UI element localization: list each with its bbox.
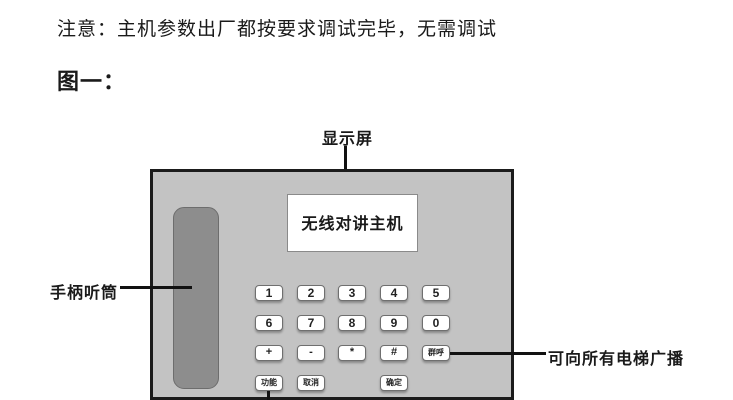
confirm-button: 确定: [380, 375, 408, 391]
keypad-button-8: 8: [338, 315, 366, 331]
leader-line-function: [267, 391, 270, 400]
keypad-button-hash: #: [380, 345, 408, 361]
keypad-button-plus: +: [255, 345, 283, 361]
keypad-button-3: 3: [338, 285, 366, 301]
keypad-button-9: 9: [380, 315, 408, 331]
keypad-button-0: 0: [422, 315, 450, 331]
leader-line-broadcast: [450, 352, 546, 355]
keypad-button-2: 2: [297, 285, 325, 301]
display-screen: 无线对讲主机: [287, 194, 418, 252]
figure-label: 图一：: [57, 69, 127, 94]
group-call-button: 群呼: [422, 345, 450, 361]
display-screen-text: 无线对讲主机: [301, 216, 404, 233]
handset-label: 手柄听筒: [50, 285, 119, 302]
broadcast-label: 可向所有电梯广播: [548, 351, 685, 368]
keypad-button-6: 6: [255, 315, 283, 331]
keypad-button-1: 1: [255, 285, 283, 301]
leader-line-handset: [120, 286, 192, 289]
keypad-button-5: 5: [422, 285, 450, 301]
keypad-button-4: 4: [380, 285, 408, 301]
function-button: 功能: [255, 375, 283, 391]
display-screen-label: 显示屏: [322, 131, 374, 148]
handset-earpiece: [173, 207, 219, 389]
keypad-button-7: 7: [297, 315, 325, 331]
cancel-button: 取消: [297, 375, 325, 391]
keypad-button-star: *: [338, 345, 366, 361]
keypad-button-minus: -: [297, 345, 325, 361]
notice-text: 注意：主机参数出厂都按要求调试完毕，无需调试: [57, 19, 498, 40]
